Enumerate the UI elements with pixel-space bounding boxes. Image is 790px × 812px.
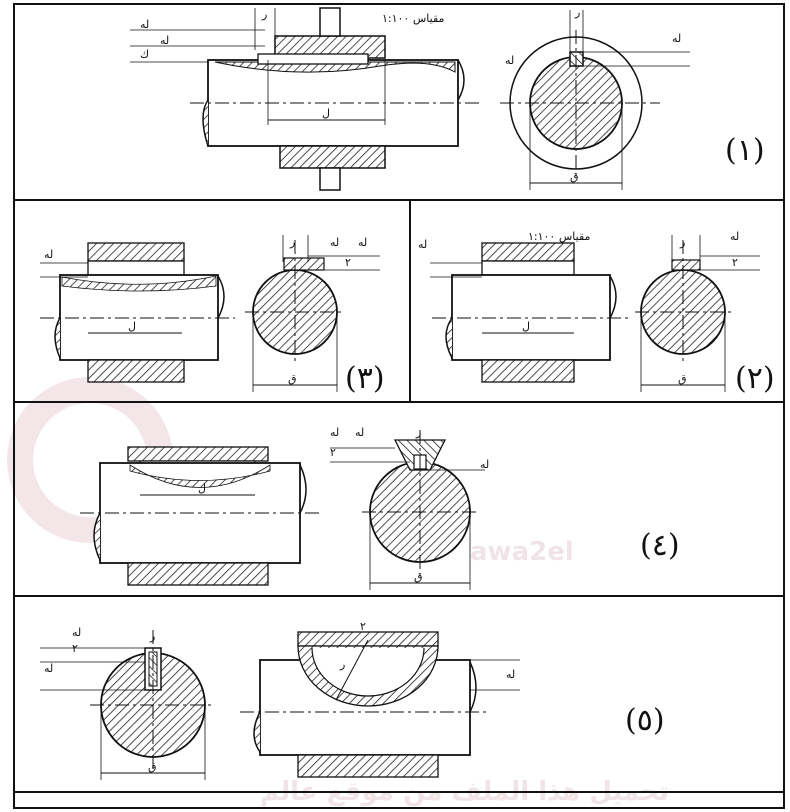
p1-end-lh1-label: له <box>672 32 681 45</box>
panel-3: ل له ق ر له له ٢ (٣) <box>40 235 385 396</box>
p5-number: (٥) <box>625 703 665 738</box>
p4-lh1-label: له <box>355 426 364 439</box>
p4-length-label: ل <box>198 482 206 495</box>
p4-number: (٤) <box>640 528 680 563</box>
p5-lh1-label: له <box>44 662 53 675</box>
p1-number: (١) <box>725 133 765 168</box>
p2-two-label: ٢ <box>732 256 738 269</box>
p3-length-label: ل <box>128 320 136 333</box>
p2-number: (٢) <box>735 361 775 396</box>
p5-lh-label: له <box>72 626 81 639</box>
p4-q-label: ق <box>414 570 423 583</box>
p3-lh2-label: له <box>358 236 367 249</box>
p2-r-label: ر <box>679 236 685 249</box>
p1-r-label: ر <box>574 6 580 19</box>
p1-scale: مقياس ١:١٠٠ <box>382 12 445 25</box>
p3-number: (٣) <box>345 361 385 396</box>
p2-scale: مقياس ١:١٠٠ <box>528 230 591 243</box>
frame <box>13 3 785 809</box>
panel-2: ل له مقياس ١:١٠٠ ق ر له ٢ (٢) <box>418 230 775 396</box>
watermark-logo: awa2el <box>470 537 574 567</box>
p5-q-label: ق <box>148 760 157 773</box>
p4-lh-label: له <box>330 426 339 439</box>
p1-lh1-label: له <box>160 34 169 47</box>
p4-r-label: ر <box>415 426 421 439</box>
p1-lh2-label: ك <box>140 48 149 61</box>
p5-lh-right-label: له <box>506 668 515 681</box>
p5-r-label: ر <box>149 630 155 643</box>
p1-q-label: ق <box>570 170 579 183</box>
p4-two-label: ٢ <box>330 446 336 459</box>
p1-r-label-side: ر <box>261 8 267 21</box>
panel-1: ل له له ك ر مقياس ١:١٠٠ ق ر له له (١) <box>130 6 765 191</box>
panel-4: ل ق ر له له ٢ له (٤) <box>80 426 680 590</box>
p3-lh1-label: له <box>330 236 339 249</box>
p1-lh-label: له <box>140 18 149 31</box>
p1-end-lh-label: له <box>505 54 514 67</box>
p3-q-label: ق <box>288 372 297 385</box>
p1-length-label: ل <box>322 107 330 120</box>
panel-5: ق ر له ٢ له ر له ٢ (٥) <box>40 620 665 780</box>
p2-length-label: ل <box>522 320 530 333</box>
p5-two-side-label: ٢ <box>360 620 366 633</box>
p5-two-label: ٢ <box>72 642 78 655</box>
p3-r-label: ر <box>289 236 295 249</box>
p4-lh-right-label: له <box>480 458 489 471</box>
p2-q-label: ق <box>678 372 687 385</box>
p2-lh-label: له <box>418 238 427 251</box>
p3-lh-label: له <box>44 248 53 261</box>
p5-r-side-label: ر <box>339 658 345 671</box>
p3-two-label: ٢ <box>345 256 351 269</box>
p2-lh1-label: له <box>730 230 739 243</box>
